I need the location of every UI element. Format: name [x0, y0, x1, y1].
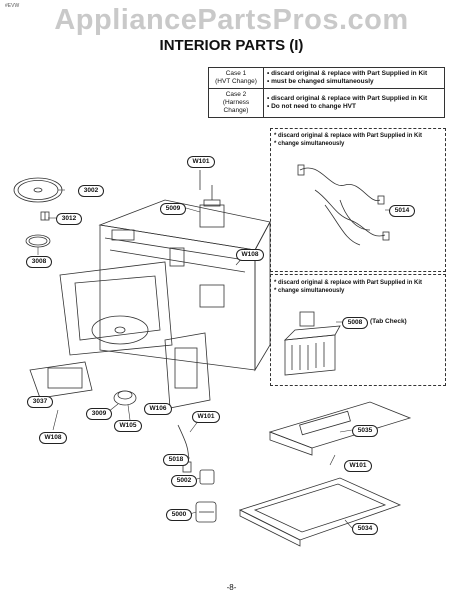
- kit-note-bottom: * discard original & replace with Part S…: [274, 280, 422, 295]
- legend-row: Case 2(Harness Change) • discard origina…: [208, 88, 445, 118]
- kit-note-line: * discard original & replace with Part S…: [274, 133, 423, 139]
- part-label-5009: 5009: [160, 203, 186, 215]
- part-label-5000: 5000: [166, 509, 192, 521]
- case-label: Case 2: [225, 91, 247, 98]
- kit-note-line: * change simultaneously: [274, 287, 345, 294]
- part-label-w108: W108: [39, 432, 67, 444]
- part-label-5008: 5008: [342, 317, 368, 329]
- part-label-5018: 5018: [163, 454, 189, 466]
- part-label-5034: 5034: [352, 523, 378, 535]
- leader-lines: [37, 163, 389, 529]
- part-label-5035: 5035: [352, 425, 378, 437]
- legend-desc-line: • discard original & replace with Part S…: [267, 95, 428, 102]
- kit-box-hvt: [270, 274, 446, 386]
- kit-note-line: * change simultaneously: [274, 140, 345, 147]
- glass-tray-drawing: [238, 477, 402, 547]
- legend-desc-line: • Do not need to change HVT: [267, 103, 356, 110]
- case-legend-table: Case 1(HVT Change) • discard original & …: [208, 67, 445, 118]
- turntable-tray-drawing: [13, 177, 63, 203]
- magnetron-drawing: [199, 185, 225, 228]
- hv-transformer-drawing: [283, 311, 341, 376]
- page-title: INTERIOR PARTS (I): [159, 37, 304, 54]
- coupler-drawing: [40, 211, 50, 221]
- turntable-motor-drawing: [113, 390, 137, 406]
- page-code: #EVW: [5, 3, 20, 9]
- page-number: -8-: [226, 583, 237, 592]
- part-label-w105: W105: [114, 420, 142, 432]
- legend-row: Case 1(HVT Change) • discard original & …: [208, 67, 445, 89]
- part-label-w101: W101: [344, 460, 372, 472]
- part-label-5014: 5014: [389, 205, 415, 217]
- roller-ring-drawing: [25, 234, 51, 248]
- kit-box-harness: [270, 128, 446, 272]
- part-label-w101: W101: [187, 156, 215, 168]
- part-label-w101: W101: [192, 411, 220, 423]
- legend-desc-line: • discard original & replace with Part S…: [267, 70, 428, 77]
- kit-note-line: * discard original & replace with Part S…: [274, 280, 423, 286]
- part-label-w108: W108: [236, 249, 264, 261]
- legend-desc: • discard original & replace with Part S…: [263, 88, 445, 118]
- part-label-3012: 3012: [56, 213, 82, 225]
- lamp-drawing: [195, 501, 217, 523]
- case-sublabel: (Harness Change): [222, 99, 250, 114]
- watermark: AppliancePartsPros.com: [54, 4, 409, 36]
- tab-check-note: (Tab Check): [370, 318, 407, 325]
- oven-cavity-drawing: [59, 199, 271, 409]
- wire-harness-drawing: [297, 164, 390, 246]
- part-label-3008: 3008: [26, 256, 52, 268]
- legend-desc-line: • must be changed simultaneously: [267, 78, 374, 85]
- lamp-socket-drawing: [199, 469, 215, 485]
- kit-note-top: * discard original & replace with Part S…: [274, 133, 422, 148]
- part-label-w106: W106: [144, 403, 172, 415]
- part-label-5002: 5002: [171, 475, 197, 487]
- stirrer-cover-drawing: [29, 361, 93, 399]
- part-label-3002: 3002: [78, 185, 104, 197]
- case-sublabel: (HVT Change): [215, 78, 257, 85]
- case-label: Case 1: [225, 70, 247, 77]
- part-label-3009: 3009: [86, 408, 112, 420]
- grill-tray-drawing: [268, 401, 412, 456]
- part-label-3037: 3037: [27, 396, 53, 408]
